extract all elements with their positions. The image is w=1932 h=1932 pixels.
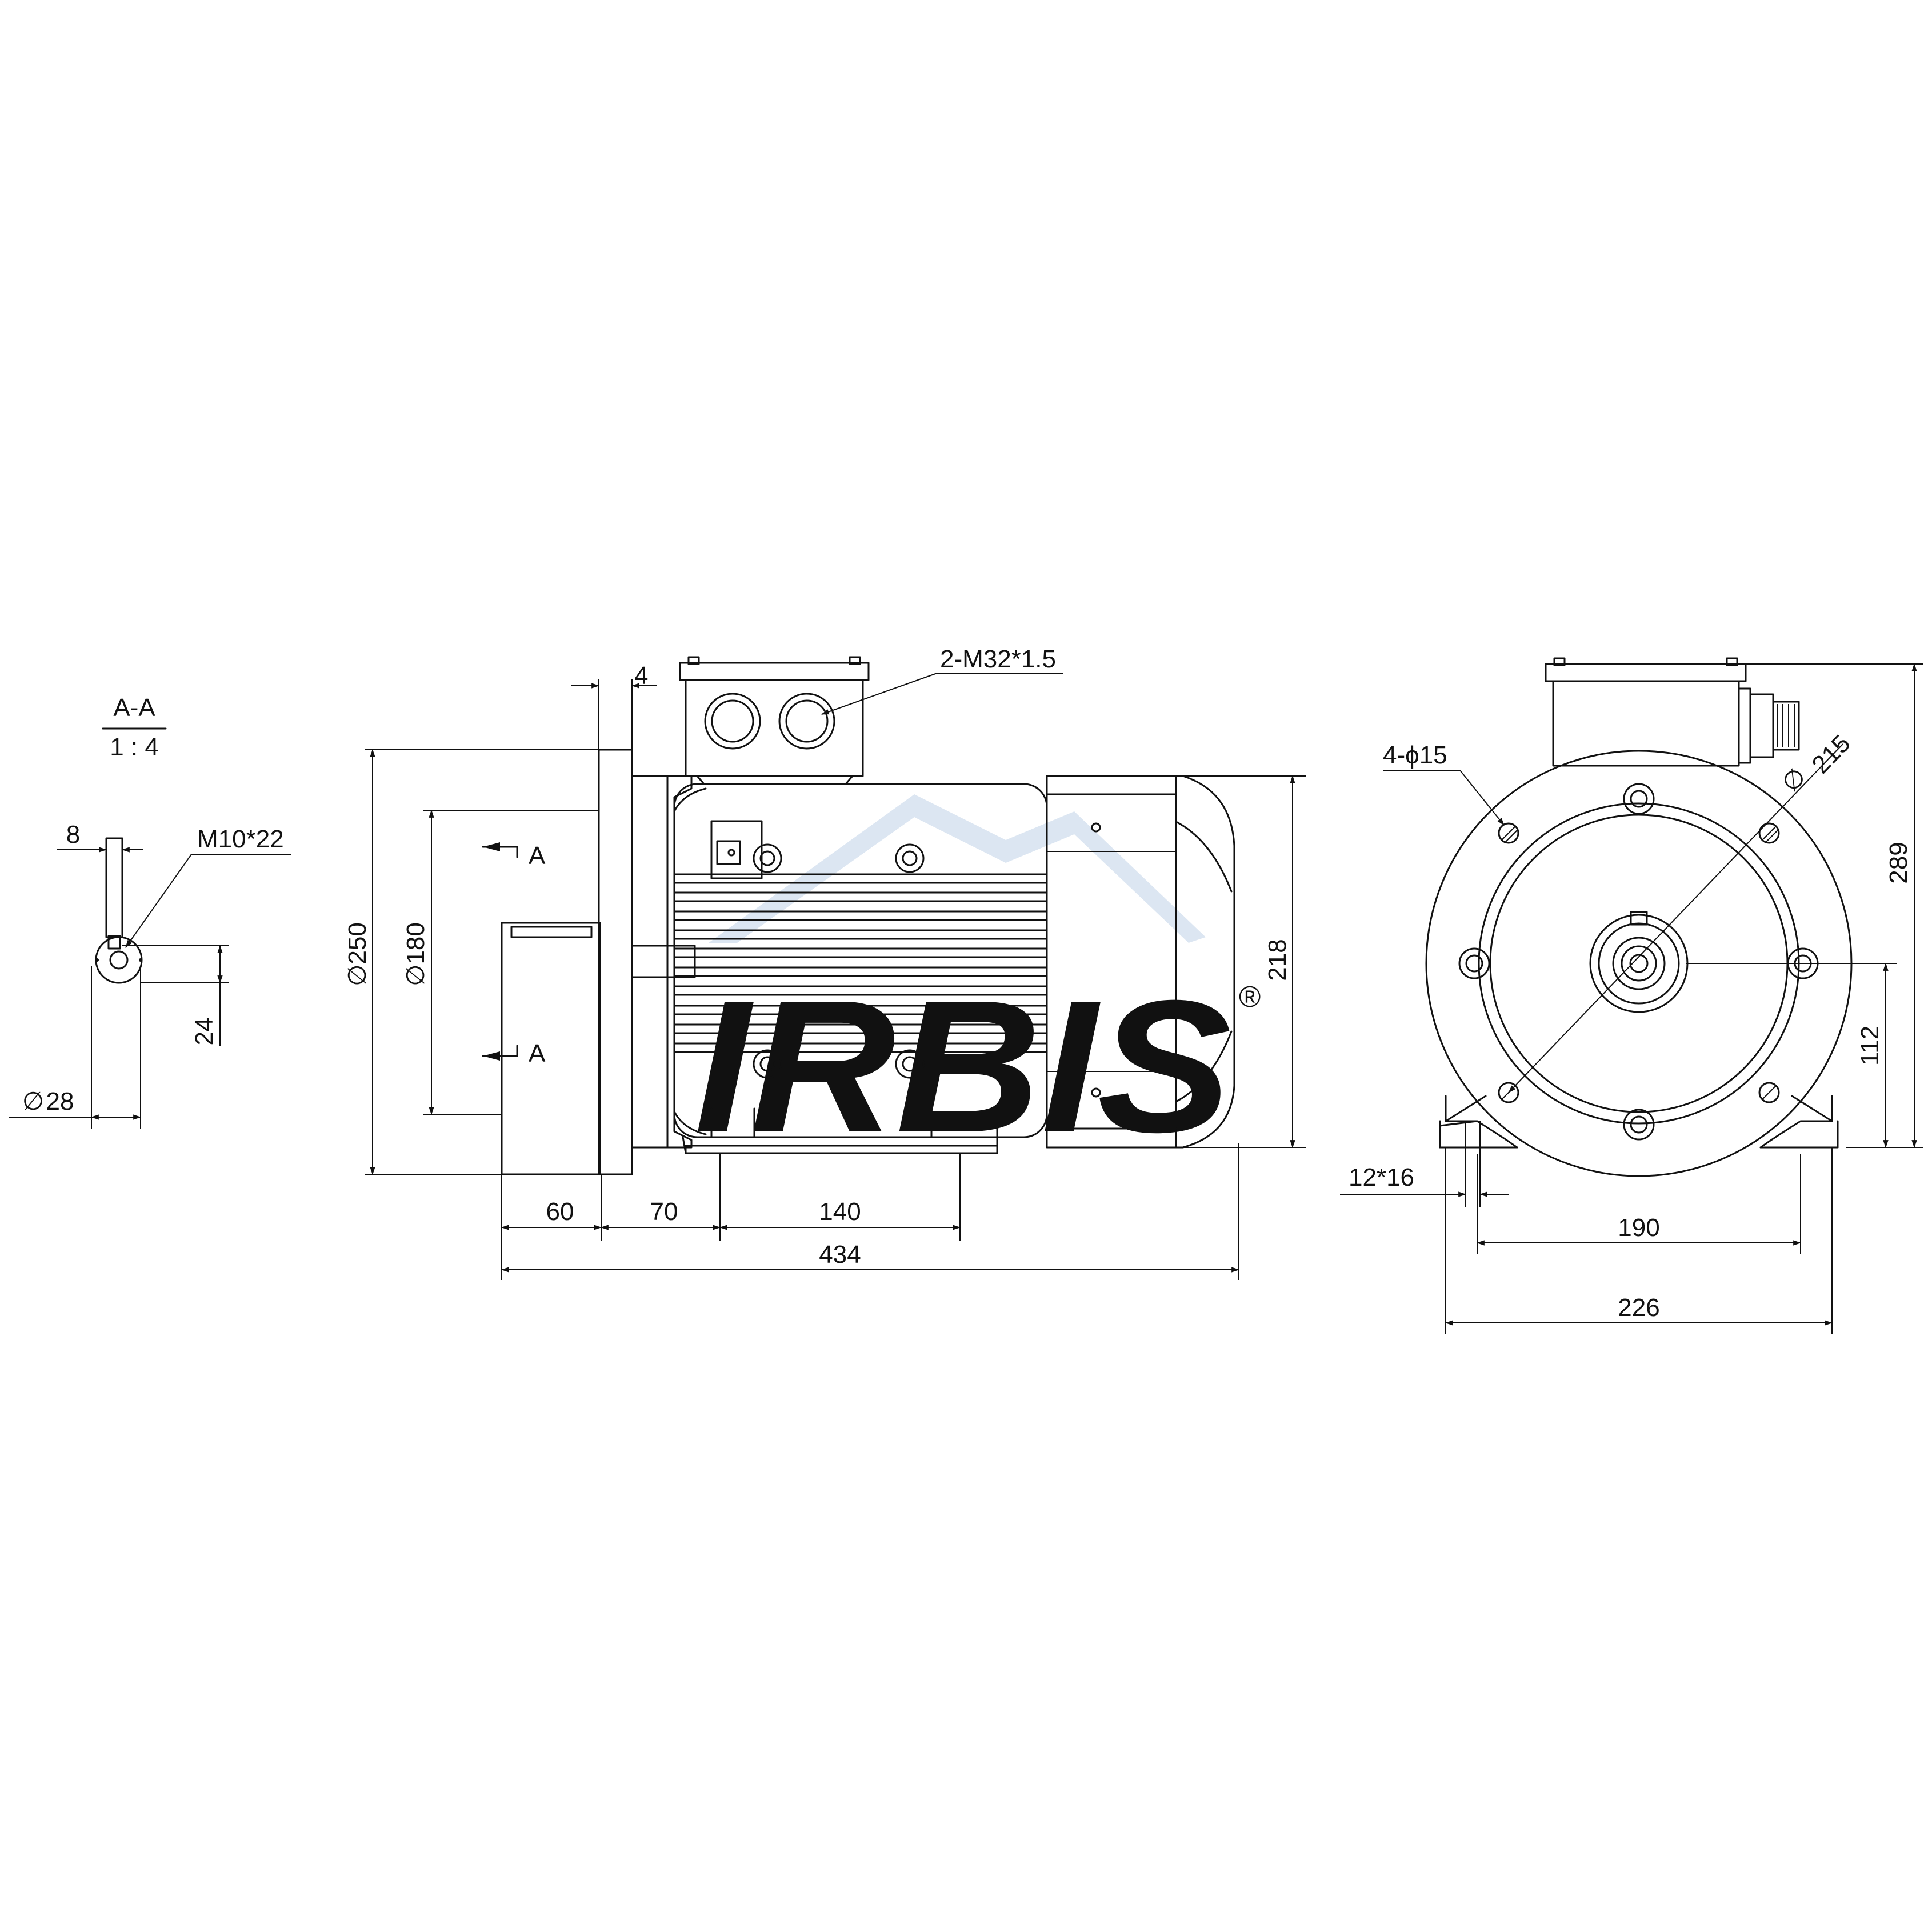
section-scale: 1 : 4 xyxy=(110,733,159,761)
dim-flange-to-foot: 70 xyxy=(650,1198,678,1226)
front-view: 4-ϕ15 ∅ 215 289 112 12*16 190 226 xyxy=(1340,657,1923,1334)
flange-hole xyxy=(1758,822,1780,844)
section-a-a-view: A-A 1 : 4 8 M10*22 24 ∅ 28 xyxy=(9,694,291,1129)
dim-pcd: 215 xyxy=(1806,730,1855,779)
dim-spigot-diameter: ∅180 xyxy=(402,922,430,986)
shaft-end xyxy=(1589,914,1689,1013)
cable-gland-side-icon xyxy=(1738,687,1751,764)
shaft-section-circle xyxy=(95,936,143,984)
watermark-logo: IRBIS xyxy=(694,961,1233,1171)
watermark-mountain-icon xyxy=(709,794,1206,943)
flange-hole xyxy=(1498,1082,1519,1103)
terminal-box-front xyxy=(1545,663,1747,682)
fan-cover xyxy=(1046,775,1235,1149)
dim-flange-holes: 4-ϕ15 xyxy=(1383,741,1447,769)
dim-shaft-diameter-symbol: ∅ xyxy=(22,1087,44,1115)
dim-flange-diameter: ∅250 xyxy=(343,922,371,986)
cooling-fins xyxy=(673,873,1048,1053)
cable-gland-icon xyxy=(778,693,835,750)
flange-hole xyxy=(1758,1082,1780,1103)
dim-thread: M10*22 xyxy=(197,825,284,853)
dim-overall-height: 289 xyxy=(1885,842,1913,883)
terminal-box xyxy=(679,656,870,785)
cable-gland-icon xyxy=(704,693,761,750)
dim-shaft-diameter: 28 xyxy=(46,1087,74,1115)
dim-cable-glands: 2-M32*1.5 xyxy=(940,645,1056,673)
section-title: A-A xyxy=(113,694,155,722)
dim-foot-spacing: 140 xyxy=(819,1198,861,1226)
section-mark-top: A xyxy=(529,842,546,870)
dim-key-width: 8 xyxy=(66,821,80,849)
side-view: A A 2-M32*1.5 4 ∅250 ∅180 218 xyxy=(343,645,1306,1280)
dim-shaft-length: 60 xyxy=(546,1198,574,1226)
dim-pcd-symbol: ∅ xyxy=(1777,762,1812,798)
dim-foot-width: 226 xyxy=(1618,1294,1659,1322)
flange-hole xyxy=(1498,822,1519,844)
dim-key-height: 24 xyxy=(190,1018,218,1046)
dim-foot-slot: 12*16 xyxy=(1349,1163,1414,1191)
dim-foot-hole-spacing: 190 xyxy=(1618,1214,1659,1242)
dim-shaft-height: 112 xyxy=(1856,1026,1884,1066)
watermark-registered-mark: ® xyxy=(1239,981,1261,1014)
dim-flange-thickness: 4 xyxy=(634,662,648,690)
motor-flange xyxy=(598,749,633,1175)
dim-overall-length: 434 xyxy=(819,1241,861,1269)
dim-height: 218 xyxy=(1263,939,1291,981)
section-mark-bottom: A xyxy=(529,1039,546,1067)
